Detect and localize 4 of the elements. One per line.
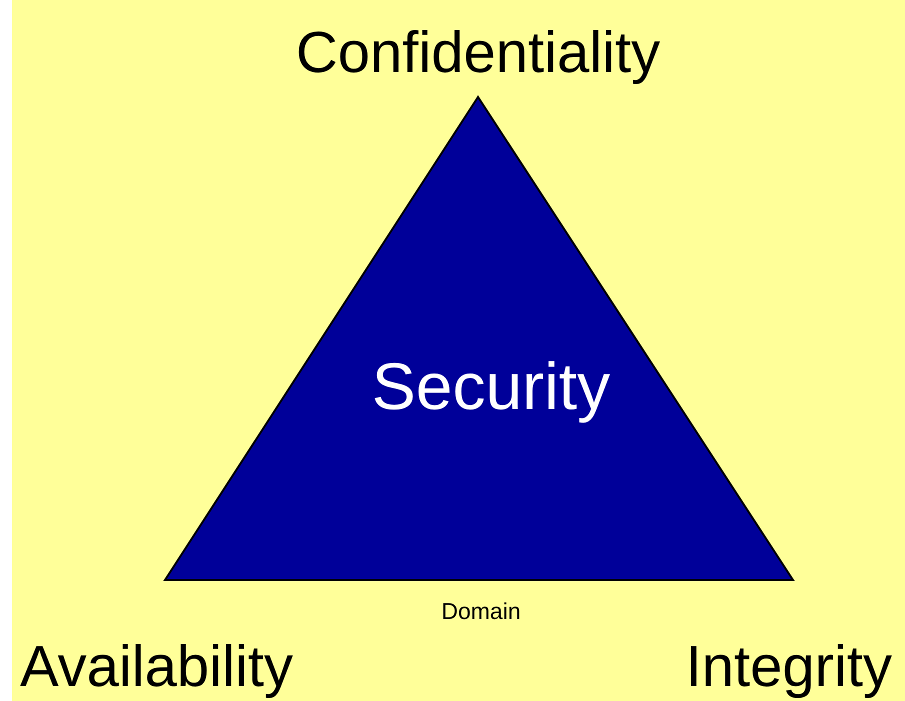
vertex-label: Confidentiality	[296, 24, 660, 82]
caption-text: Domain	[441, 600, 521, 623]
vertex-label: Integrity	[686, 638, 892, 696]
vertex-label: Availability	[20, 638, 293, 696]
